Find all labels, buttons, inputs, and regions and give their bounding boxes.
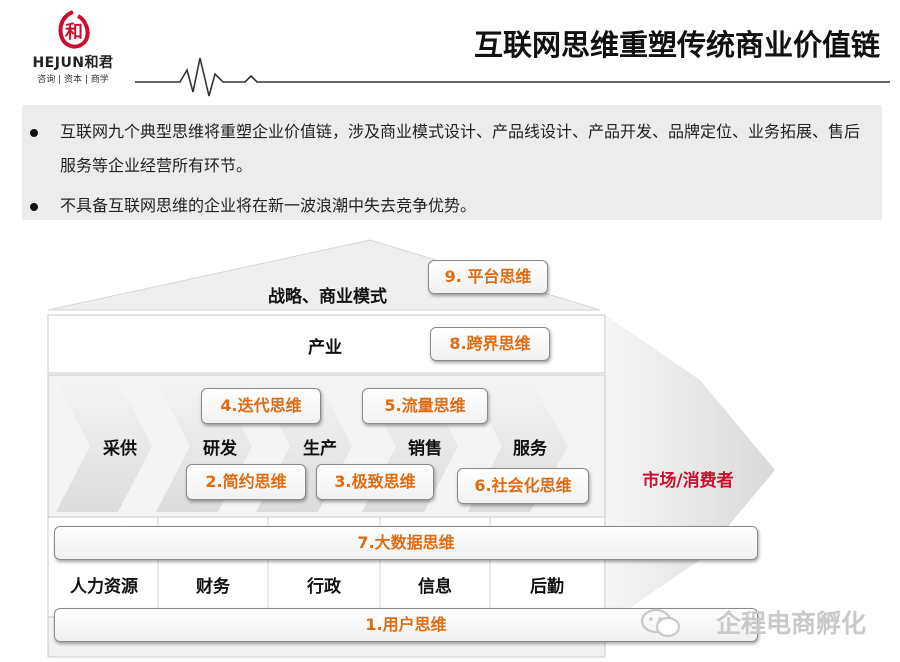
support-label: 后勤 <box>530 577 564 597</box>
stage-label: 研发 <box>203 439 237 459</box>
support-label: 人力资源 <box>70 577 138 597</box>
brand-name: HEJUN和君 <box>32 55 114 71</box>
stage-label: 服务 <box>513 439 547 459</box>
bullet-dot-icon <box>30 203 38 211</box>
crossover-thinking-box: 8.跨界思维 <box>430 327 550 361</box>
stage-label: 销售 <box>408 439 442 459</box>
iteration-thinking-box: 4.迭代思维 <box>201 388 321 424</box>
big-data-thinking-bar: 7.大数据思维 <box>54 526 758 560</box>
value-chain-diagram: 战略、商业模式 产业 采供 研发 生产 销售 服务 人力资源 财务 行政 信息 … <box>0 230 900 662</box>
extreme-thinking-box: 3.极致思维 <box>316 464 434 500</box>
wechat-icon <box>640 608 681 638</box>
heartbeat-divider <box>135 57 890 97</box>
brand-logo: 和 HEJUN和君 咨询 | 资本 | 商学 <box>18 8 128 88</box>
chevron-shape <box>56 380 152 512</box>
support-label: 行政 <box>307 577 341 597</box>
platform-thinking-box: 9. 平台思维 <box>428 260 548 294</box>
stage-label: 采供 <box>103 439 137 459</box>
simplicity-thinking-box: 2.简约思维 <box>186 464 306 500</box>
industry-label: 产业 <box>308 338 342 358</box>
support-label: 信息 <box>418 577 452 597</box>
page-title: 互联网思维重塑传统商业价值链 <box>473 28 880 62</box>
bullet-text: 不具备互联网思维的企业将在新一波浪潮中失去竞争优势。 <box>60 196 477 215</box>
market-label: 市场/消费者 <box>642 471 734 491</box>
watermark-text: 企程电商孵化 <box>715 609 866 638</box>
user-thinking-bar: 1.用户思维 <box>54 608 758 642</box>
svg-text:和: 和 <box>65 22 83 43</box>
brand-tagline: 咨询 | 资本 | 商学 <box>37 75 109 85</box>
summary-panel: 互联网九个典型思维将重塑企业价值链，涉及商业模式设计、产品线设计、产品开发、品牌… <box>22 105 882 220</box>
stage-label: 生产 <box>303 439 337 459</box>
bullet-dot-icon <box>30 129 38 137</box>
bullet-text: 互联网九个典型思维将重塑企业价值链，涉及商业模式设计、产品线设计、产品开发、品牌… <box>60 122 861 175</box>
traffic-thinking-box: 5.流量思维 <box>362 388 488 424</box>
support-label: 财务 <box>196 577 230 597</box>
roof-label: 战略、商业模式 <box>268 287 387 307</box>
brand-seal-icon: 和 <box>58 10 90 49</box>
social-thinking-box: 6.社会化思维 <box>457 468 589 504</box>
